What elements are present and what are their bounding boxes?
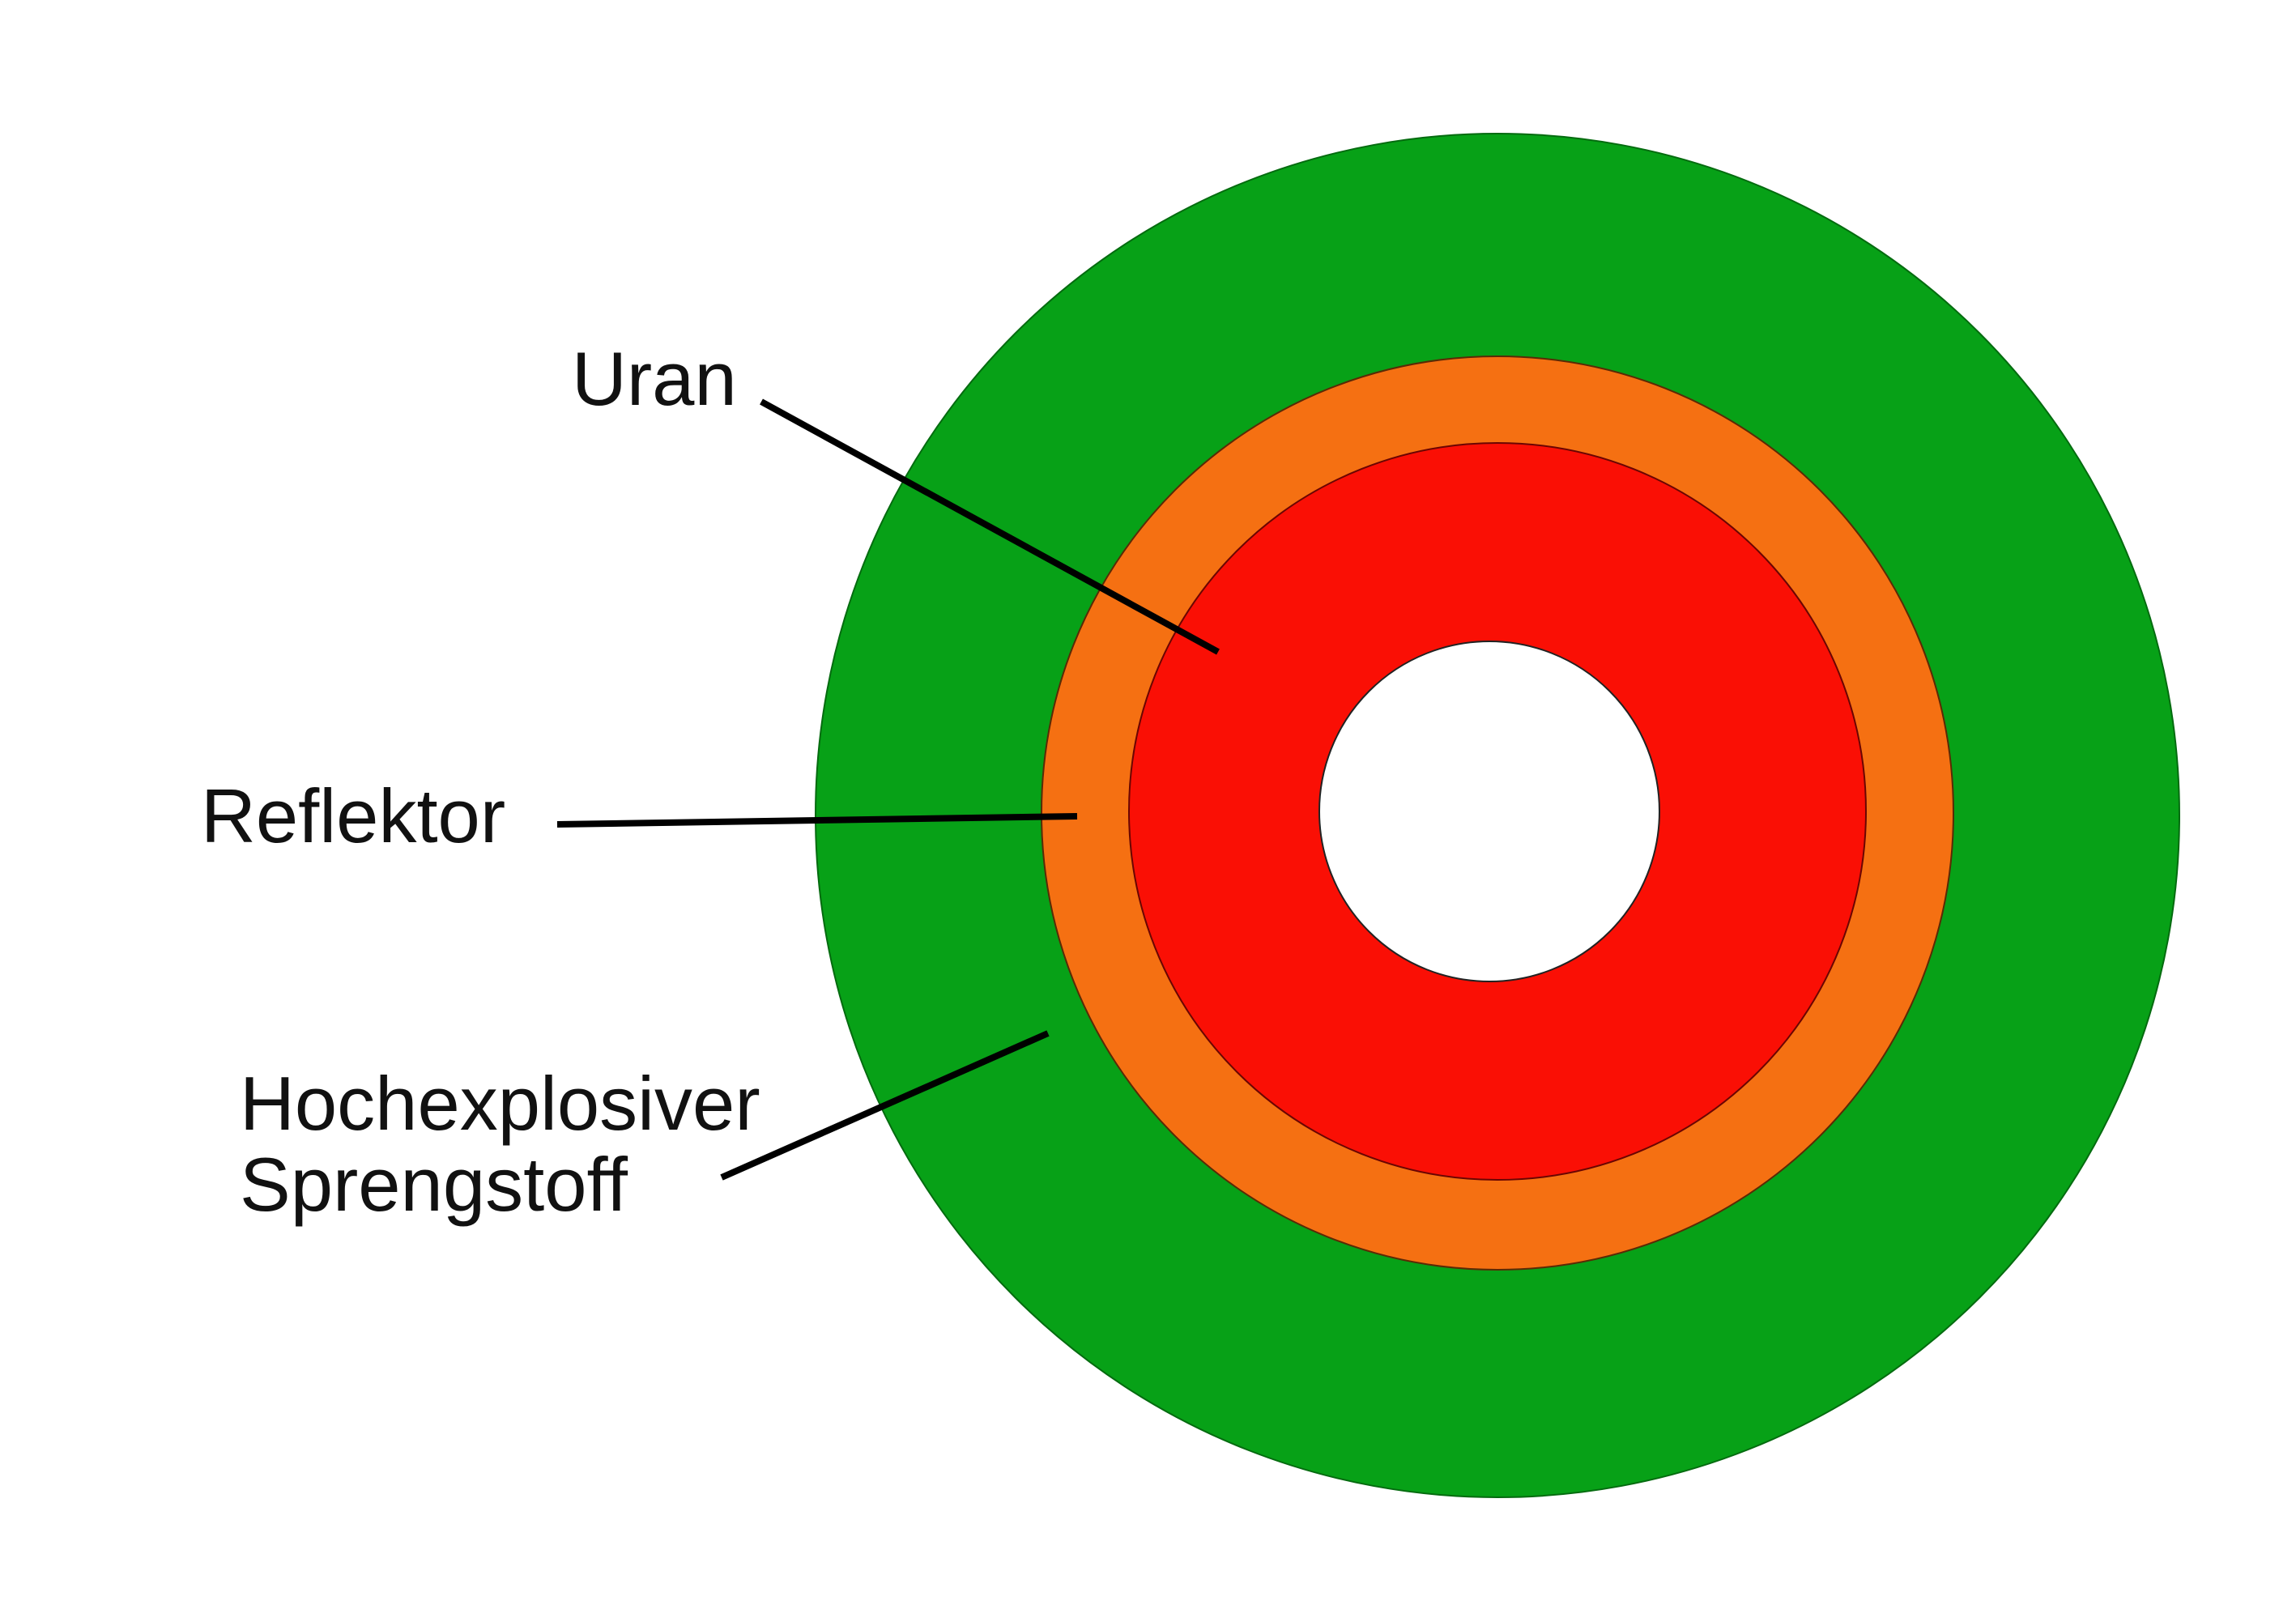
reflector-label: Reflektor: [201, 773, 505, 858]
hollow-core: [1318, 641, 1660, 982]
explosive-label-line2: Sprengstoff: [240, 1142, 628, 1227]
explosive-label-line1: Hochexplosiver: [240, 1061, 760, 1146]
reflector-leader-line: [556, 813, 1078, 828]
uranium-leader-line: [760, 398, 1220, 655]
explosive-leader-line: [720, 1030, 1050, 1181]
uranium-label: Uran: [572, 336, 737, 421]
